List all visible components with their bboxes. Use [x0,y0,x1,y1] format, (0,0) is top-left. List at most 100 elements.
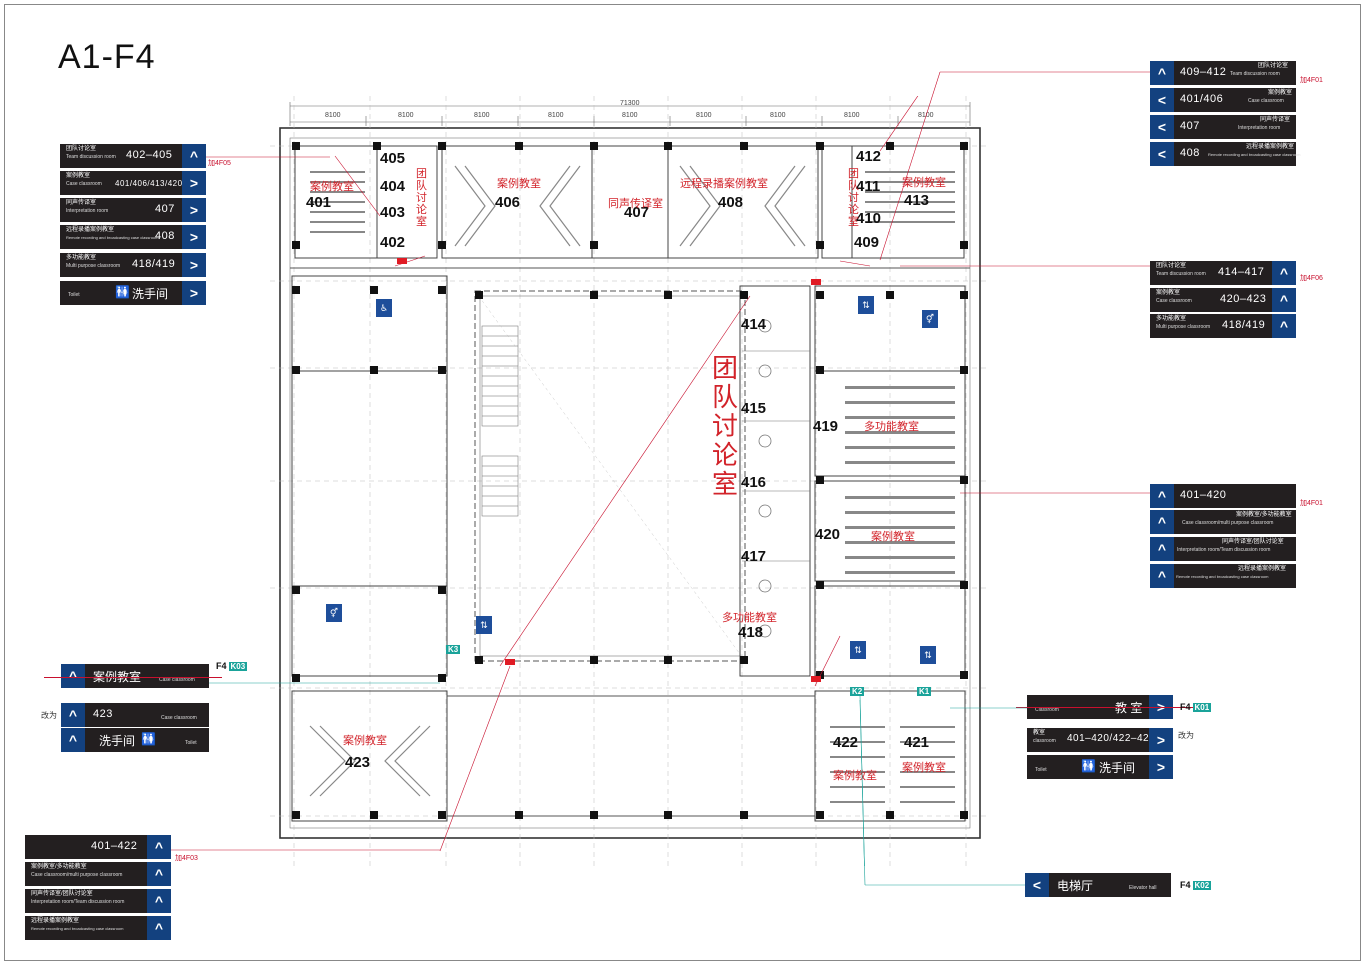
room-415: 415 [741,400,767,417]
arrow-up-icon: ^ [1150,537,1174,561]
toilet-icon: 🚻 [141,732,156,746]
sign-k02-elevator-hall: < 电梯厅 Elevator hall [1025,873,1171,897]
sign-bl-remote: 远程录播案例教室 Remote recording and broadcasti… [25,916,171,940]
label-multi-419: 多功能教室 [864,421,919,433]
arrow-up-icon: ^ [1272,261,1296,285]
floor-plan-drawing [270,70,990,887]
room-419: 419 [813,418,839,435]
sign-k03-423: ^ 423 Case classroom [61,703,209,727]
tag-4f01b: 加4F01 [1300,500,1323,507]
sign-team-discussion-409-412: ^ 409–412 团队讨论室 Team discussion room [1150,61,1296,85]
sign-remote-408: 远程录播案例教室 Remote recording and broadcasti… [60,225,206,249]
sign-k03-case-classroom: ^ 案例教室 Case classroom [61,664,209,688]
arrow-up-icon: ^ [1272,288,1296,312]
sign-marker [811,279,821,285]
sign-401-422: 401–422 ^ [25,835,171,859]
sign-team-discussion-414-417: 团队讨论室 Team discussion room 414–417 ^ [1150,261,1296,285]
sign-k01-rooms: 教室 classroom 401–420/422–423 > [1027,728,1173,752]
change-to-label: 改为 [1178,731,1194,740]
sign-k01-toilet: Toilet 🚻 洗手间 > [1027,755,1173,779]
sign-k03-toilet: ^ 洗手间 🚻 Toilet [61,728,209,752]
room-410: 410 [856,210,882,227]
label-case-classroom-406: 案例教室 [497,178,541,190]
toilet-icon: 🚻 [1081,759,1096,773]
total-dimension: 71300 [620,100,640,107]
sign-marker [811,676,821,682]
elevator-icon: ⇅ [920,646,936,664]
arrow-up-icon: ^ [1150,484,1174,508]
sign-interpretation-407-right: < 407 同声传译室 Interpretation room [1150,115,1296,139]
kcode-k1: K1 [917,687,932,696]
sign-marker [397,258,407,264]
sign-case-multi: ^ 案例教室/多功能教室 Case classroom/multi purpos… [1150,510,1296,534]
room-409: 409 [854,234,880,251]
elevator-icon: ⇅ [850,641,866,659]
change-to-label: 改为 [41,711,57,720]
room-421: 421 [904,734,930,751]
label-case-421: 案例教室 [902,762,946,774]
dimension-label: 8100 [398,112,414,119]
arrow-right-icon: > [182,198,206,222]
label-multi-418: 多功能教室 [722,612,777,624]
room-420: 420 [815,526,841,543]
toilet-icon: ⚥ [922,310,938,328]
sign-case-420-423: 案例教室 Case classroom 420–423 ^ [1150,288,1296,312]
sign-toilet: Toilet 🚻 洗手间 > [60,281,206,305]
dimension-label: 8100 [770,112,786,119]
dimension-label: 8100 [622,112,638,119]
arrow-left-icon: < [1150,142,1174,166]
sign-remote-408-right: < 408 远程录播案例教室 Remote recording and broa… [1150,142,1301,166]
tag-4f06: 加4F06 [1300,275,1323,282]
sign-401-420: ^ 401–420 [1150,484,1296,508]
room-408: 408 [718,194,744,211]
strike-line [1016,707,1202,708]
sign-marker [505,659,515,665]
room-404: 404 [380,178,406,195]
arrow-up-icon: ^ [147,862,171,886]
sign-multi-purpose-right: 多功能教室 Multi purpose classroom 418/419 ^ [1150,314,1296,338]
kcode-k2: K2 [850,687,865,696]
arrow-up-icon: ^ [182,144,206,168]
floor-plan: 71300 8100 8100 8100 8100 8100 8100 8100… [270,70,990,887]
room-417: 417 [741,548,767,565]
page-frame [4,4,1361,961]
dimension-label: 8100 [918,112,934,119]
arrow-right-icon: > [1149,728,1173,752]
toilet-icon: ⚥ [326,604,342,622]
dimension-label: 8100 [696,112,712,119]
strike-line [44,677,222,678]
label-case-classroom-401: 案例教室 [310,181,354,193]
room-407: 407 [624,204,650,221]
sign-interpretation-407: 同声传译室 Interpretation room 407 > [60,198,206,222]
kcode-k3: K3 [446,645,461,654]
room-403: 403 [380,204,406,221]
room-411: 411 [856,178,881,195]
arrow-up-icon: ^ [147,916,171,940]
arrow-up-icon: ^ [61,664,85,688]
page-title: A1-F4 [58,38,156,76]
arrow-right-icon: > [182,253,206,277]
tag-4f05: 加4F05 [208,160,231,167]
label-case-422: 案例教室 [833,770,877,782]
arrow-up-icon: ^ [61,728,85,752]
room-413: 413 [904,192,930,209]
room-423: 423 [345,754,371,771]
toilet-icon: 🚻 [115,285,130,299]
arrow-right-icon: > [1149,755,1173,779]
label-interpretation-407: 同声传译室 [608,198,663,210]
room-406: 406 [495,194,521,211]
label-case-classroom-413: 案例教室 [902,177,946,189]
label-remote-408: 远程录播案例教室 [680,178,768,190]
arrow-left-icon: < [1025,873,1049,897]
room-401: 401 [306,194,332,211]
sign-bl-case-multi: 案例教室/多功能教室 Case classroom/multi purpose … [25,862,171,886]
sign-case-classroom: 案例教室 Case classroom 401/406/413/420–423 … [60,171,206,195]
dimension-label: 8100 [844,112,860,119]
label-team-left: 团队讨论室 [416,168,427,228]
arrow-left-icon: < [1150,88,1174,112]
tag-4f03: 加4F03 [175,855,198,862]
sign-interp-team: ^ 同声传译室/团队讨论室 Interpretation room/Team d… [1150,537,1296,561]
